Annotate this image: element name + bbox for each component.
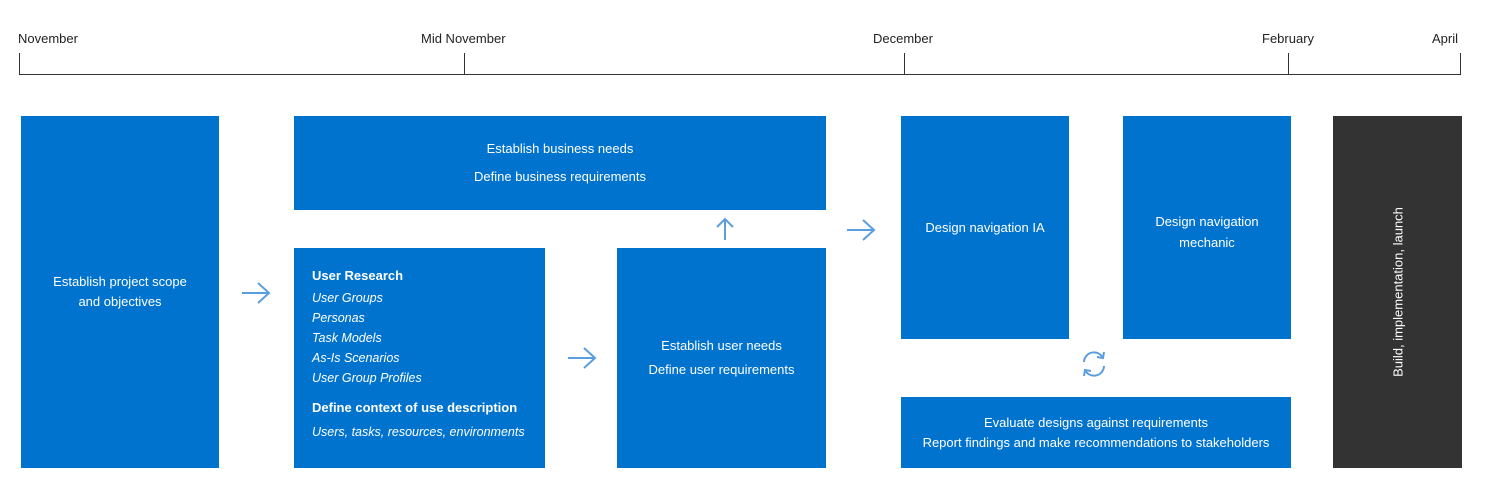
timeline-label-february: February (1262, 31, 1315, 46)
timeline-tick (464, 53, 465, 75)
research-item: User Groups (312, 291, 383, 305)
design-navigation-mechanic-box: Design navigation mechanic (1123, 116, 1291, 339)
timeline-tick (1460, 53, 1461, 75)
arrow-right-icon (242, 282, 271, 304)
timeline-tick (1288, 53, 1289, 75)
nav-ia-label: Design navigation IA (925, 220, 1045, 235)
timeline-label-mid-november: Mid November (421, 31, 506, 46)
refresh-cycle-icon (1083, 351, 1105, 377)
scope-box: Establish project scope and objectives (21, 116, 219, 468)
timeline-tick (904, 53, 905, 75)
business-line-1: Establish business needs (486, 141, 634, 156)
arrow-up-icon (716, 217, 734, 240)
timeline-tick (19, 53, 20, 75)
context-title: Define context of use description (312, 400, 518, 415)
timeline-axis (19, 74, 1461, 75)
userneeds-line-1: Establish user needs (661, 338, 782, 353)
arrow-right-icon (568, 347, 597, 369)
timeline-label-december: December (873, 31, 933, 46)
arrow-right-icon (847, 219, 876, 241)
research-item: User Group Profiles (312, 371, 422, 385)
research-item: Task Models (312, 331, 382, 345)
nav-mechanic-line-1: Design navigation (1155, 214, 1259, 229)
business-needs-box: Establish business needs Define business… (294, 116, 826, 210)
user-research-box: User Research User Groups Personas Task … (294, 248, 545, 468)
design-navigation-ia-box: Design navigation IA (901, 116, 1069, 339)
userneeds-line-2: Define user requirements (648, 362, 795, 377)
business-line-2: Define business requirements (474, 169, 646, 184)
evaluate-line-1: Evaluate designs against requirements (983, 414, 1209, 430)
evaluate-box: Evaluate designs against requirements Re… (901, 397, 1291, 468)
evaluate-line-2: Report findings and make recommendations… (922, 434, 1270, 450)
scope-line-1: Establish project scope (53, 274, 187, 289)
research-item: As-Is Scenarios (312, 351, 400, 365)
build-label: Build, implementation, launch (1390, 207, 1405, 377)
build-launch-box: Build, implementation, launch (1333, 116, 1462, 468)
scope-line-2: and objectives (78, 294, 162, 309)
research-item: Personas (312, 311, 365, 325)
user-needs-box: Establish user needs Define user require… (617, 248, 826, 468)
timeline-label-april: April (1432, 31, 1459, 46)
context-detail: Users, tasks, resources, environments (312, 425, 525, 439)
timeline-label-november: November (18, 31, 78, 46)
nav-mechanic-line-2: mechanic (1179, 235, 1235, 250)
user-research-title: User Research (312, 268, 404, 283)
